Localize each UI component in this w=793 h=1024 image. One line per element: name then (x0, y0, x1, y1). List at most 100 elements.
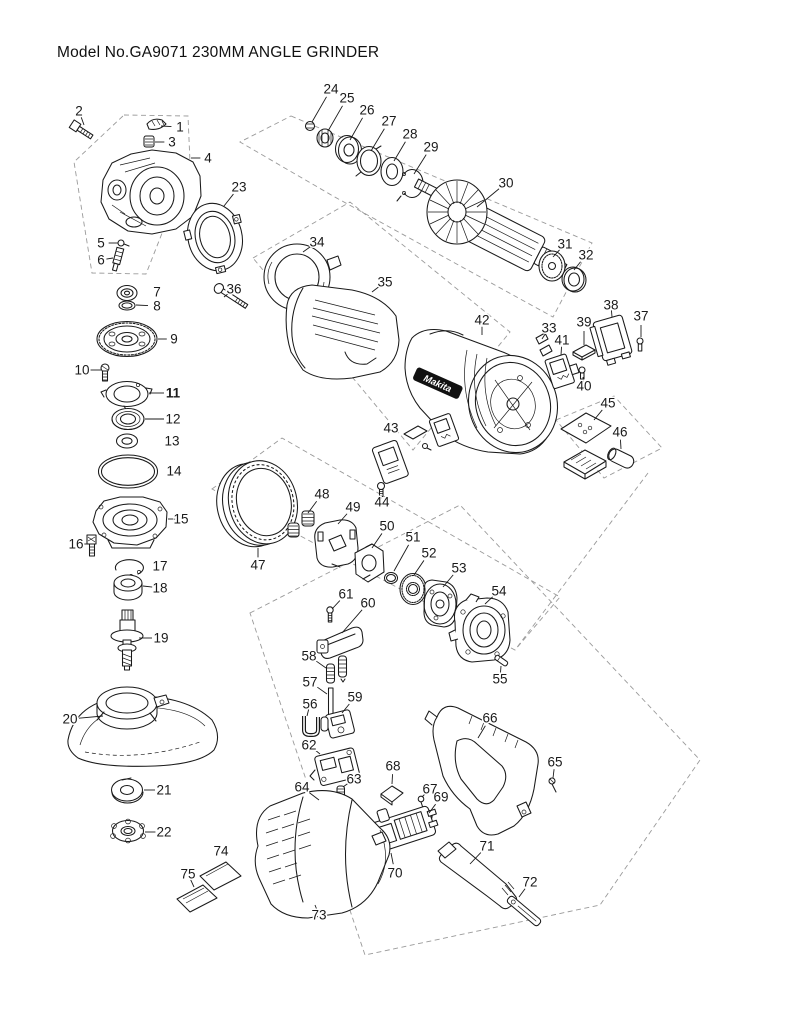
part-drawing-68-pad (380, 785, 404, 806)
part-drawing-3 (143, 135, 155, 148)
leader-line-35 (371, 286, 380, 293)
part-drawing-56-uclip (302, 716, 320, 737)
part-number-56: 56 (302, 697, 317, 712)
part-drawing-5 (117, 239, 130, 247)
leader-line-63 (342, 782, 350, 788)
leader-line-26 (349, 117, 363, 141)
leader-line-69 (428, 803, 436, 814)
leader-line-6 (106, 257, 114, 260)
part-number-54: 54 (491, 584, 507, 599)
leader-line-30 (476, 188, 500, 208)
part-number-10: 10 (74, 363, 89, 378)
part-number-53: 53 (451, 561, 466, 576)
part-number-45: 45 (600, 396, 615, 411)
part-drawing-40-screw (578, 366, 586, 380)
part-drawing-23 (183, 202, 243, 275)
part-number-37: 37 (633, 309, 648, 324)
leader-line-29 (413, 154, 427, 175)
leader-line-32 (573, 261, 581, 271)
part-drawing-58-springs (325, 655, 348, 684)
part-number-43: 43 (383, 421, 398, 436)
leader-line-34 (302, 246, 311, 253)
part-drawing-57-rod (327, 687, 334, 718)
leader-line-59 (341, 703, 350, 714)
part-number-72: 72 (522, 875, 537, 890)
part-number-9: 9 (170, 332, 178, 347)
part-number-4: 4 (204, 151, 212, 166)
part-drawing-21-inner-flange (110, 777, 144, 804)
part-drawing-8 (118, 300, 136, 311)
leader-line-31 (552, 249, 560, 258)
part-number-67: 67 (422, 782, 437, 797)
leader-line-1 (160, 125, 172, 127)
part-number-6: 6 (97, 253, 105, 268)
part-number-38: 38 (603, 298, 618, 313)
part-drawing-25 (316, 128, 334, 148)
leader-line-2 (80, 117, 85, 126)
leader-line-66 (477, 725, 486, 739)
part-drawing-13 (115, 433, 139, 449)
part-number-13: 13 (164, 434, 179, 449)
part-number-41: 41 (554, 333, 569, 348)
part-number-71: 71 (479, 839, 494, 854)
part-number-callouts: 1234567891011121314151617181920212223242… (61, 80, 650, 924)
part-number-59: 59 (347, 690, 362, 705)
leader-line-38 (611, 310, 613, 318)
part-drawing-12-bearing (111, 407, 145, 431)
part-drawing-61-screw (326, 606, 334, 623)
part-drawing-49 (314, 519, 359, 568)
part-number-14: 14 (166, 464, 182, 479)
leader-line-55 (500, 665, 502, 674)
leader-line-49 (337, 513, 348, 525)
leader-line-27 (370, 128, 385, 152)
part-drawing-50 (354, 543, 385, 583)
part-drawing-18 (113, 574, 143, 601)
part-number-64: 64 (294, 780, 310, 795)
part-number-23: 23 (231, 180, 246, 195)
part-number-69: 69 (433, 790, 448, 805)
part-drawing-15-bearing-box (92, 496, 168, 549)
part-number-61: 61 (338, 587, 353, 602)
part-drawing-60-lever (316, 626, 364, 659)
part-number-65: 65 (547, 755, 562, 770)
part-drawing-31-fan (538, 250, 566, 282)
part-number-39: 39 (576, 315, 591, 330)
part-drawing-24 (304, 120, 316, 132)
part-drawing-20-wheel-guard (67, 686, 219, 767)
part-number-55: 55 (492, 672, 507, 687)
part-number-1: 1 (176, 120, 184, 135)
leader-line-72 (518, 888, 526, 898)
part-drawing-66-rear-handle (424, 705, 539, 836)
part-number-49: 49 (345, 500, 360, 515)
leader-line-44 (380, 494, 382, 499)
part-number-42: 42 (474, 313, 489, 328)
leader-line-46 (620, 439, 622, 450)
leader-line-71 (469, 852, 482, 865)
part-number-63: 63 (346, 772, 361, 787)
part-number-11: 11 (166, 386, 181, 401)
leader-line-45 (593, 409, 603, 421)
part-number-24: 24 (323, 82, 339, 97)
part-drawing-41-brush-holder (544, 353, 580, 390)
part-number-57: 57 (302, 675, 317, 690)
part-drawing-73-housing-cover (254, 790, 391, 919)
part-number-5: 5 (97, 236, 105, 251)
part-number-68: 68 (385, 759, 400, 774)
leader-line-51 (393, 544, 410, 572)
part-drawing-28 (380, 156, 404, 187)
leader-line-73 (314, 904, 318, 911)
part-drawing-16 (86, 534, 97, 557)
leader-line-36 (223, 292, 230, 298)
part-drawing-2 (68, 119, 94, 140)
leader-line-23 (223, 193, 234, 207)
part-drawing-48-springs (287, 510, 315, 538)
part-drawing-47-ring (216, 460, 298, 548)
leader-line-33 (541, 332, 547, 340)
part-number-35: 35 (377, 275, 392, 290)
leader-line-61 (331, 600, 341, 610)
leader-line-8 (135, 304, 149, 307)
leader-line-64 (308, 792, 320, 801)
part-number-16: 16 (68, 537, 83, 552)
leader-line-70 (390, 852, 394, 865)
part-number-22: 22 (156, 825, 171, 840)
